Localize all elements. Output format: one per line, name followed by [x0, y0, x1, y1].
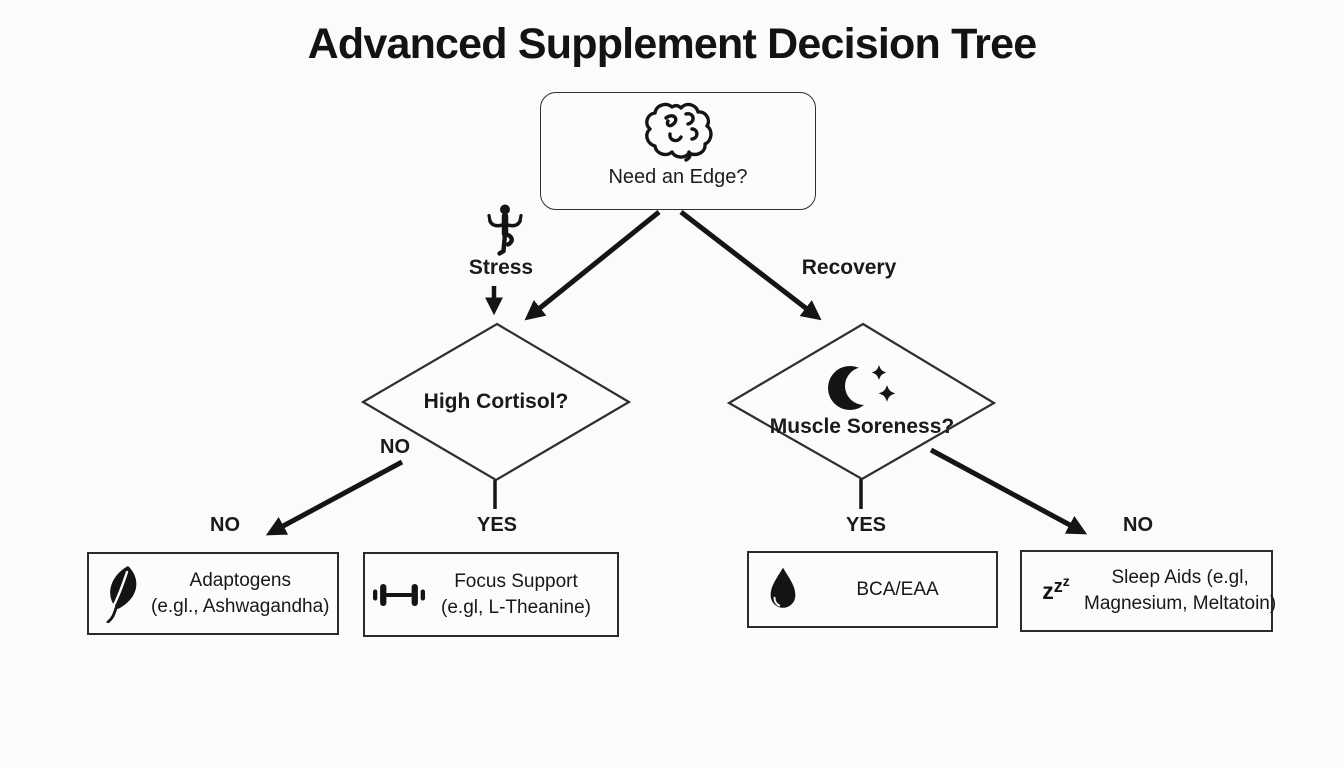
result-card-bcaa-eaa: BCA/EAA: [747, 551, 998, 628]
decision-label-muscle-soreness: Muscle Soreness?: [769, 415, 955, 438]
root-node: Need an Edge?: [540, 92, 816, 210]
branch-label-recovery: Recovery: [801, 256, 897, 279]
yoga-pose-icon: [486, 204, 524, 256]
water-drop-icon: [755, 565, 811, 615]
arrow-root-to-cortisol: [524, 210, 661, 321]
result-card-text: Sleep Aids (e.gl, Magnesium, Meltatoin): [1084, 567, 1277, 614]
result-card-text: Focus Support (e.gl, L-Theanine): [441, 570, 591, 618]
arrow-cortisol-no: [265, 459, 404, 536]
result-card-text: Adaptogens (e.gl., Ashwagandha): [151, 569, 330, 617]
dumbbell-icon: [371, 579, 427, 611]
arrow-soreness-no: [929, 447, 1088, 535]
arrow-root-to-soreness: [679, 210, 822, 321]
result-card-adaptogens: Adaptogens (e.gl., Ashwagandha): [87, 552, 339, 635]
leaf-icon: [95, 565, 151, 623]
result-card-focus-support: Focus Support (e.gl, L-Theanine): [363, 552, 619, 637]
edge-label-no-upper-left: NO: [380, 436, 410, 458]
decision-label-high-cortisol: High Cortisol?: [423, 390, 569, 413]
result-card-text: BCA/EAA: [856, 578, 939, 600]
edge-label-no-right: NO: [1123, 514, 1153, 536]
edge-label-no-lower-left: NO: [210, 514, 240, 536]
moon-stars-icon: [828, 365, 896, 410]
decision-diamond-cortisol: [360, 322, 632, 482]
edge-label-yes-left: YES: [476, 514, 518, 536]
root-node-label: Need an Edge?: [608, 166, 748, 188]
page-title: Advanced Supplement Decision Tree: [307, 20, 1038, 68]
edge-label-yes-right: YES: [845, 514, 887, 536]
branch-label-stress: Stress: [468, 256, 534, 279]
brain-icon: [645, 102, 713, 162]
decision-node-muscle-soreness: Muscle Soreness?: [737, 328, 987, 474]
